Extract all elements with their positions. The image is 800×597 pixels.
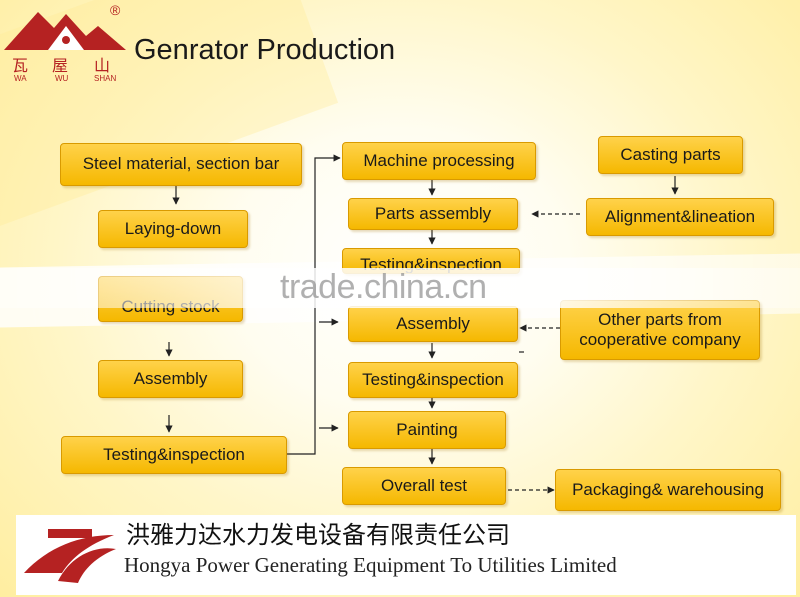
step-testing-middle: Testing&inspection	[348, 362, 518, 398]
step-assembly-left: Assembly	[98, 360, 243, 398]
company-name-english: Hongya Power Generating Equipment To Uti…	[124, 553, 617, 577]
step-steel-material: Steel material, section bar	[60, 143, 302, 186]
step-parts-assembly: Parts assembly	[348, 198, 518, 230]
logo-roman-1: WA	[14, 74, 27, 83]
step-overall-test: Overall test	[342, 467, 506, 505]
step-laying-down: Laying-down	[98, 210, 248, 248]
step-alignment-lineation: Alignment&lineation	[586, 198, 774, 236]
step-painting: Painting	[348, 411, 506, 449]
company-footer: 洪雅力达水力发电设备有限责任公司 Hongya Power Generating…	[16, 515, 796, 595]
logo-char-3: 山	[94, 58, 111, 75]
company-logo-icon	[24, 529, 116, 583]
step-machine-processing: Machine processing	[342, 142, 536, 180]
company-name-chinese: 洪雅力达水力发电设备有限责任公司	[126, 521, 510, 549]
step-casting-parts: Casting parts	[598, 136, 743, 174]
logo-registered-mark: ®	[110, 2, 121, 18]
mountain-logo-icon	[4, 12, 126, 50]
step-assembly-middle: Assembly	[348, 306, 518, 342]
step-other-parts: Other parts from cooperative company	[560, 300, 760, 360]
watermark-band	[0, 268, 800, 308]
step-packaging-warehousing: Packaging& warehousing	[555, 469, 781, 511]
brand-logo: ® 瓦 屋 山 WA WU SHAN	[2, 2, 130, 86]
logo-roman-3: SHAN	[94, 74, 117, 83]
page-title: Genrator Production	[134, 34, 396, 66]
watermark-text: trade.china.cn	[280, 268, 487, 306]
step-testing-left: Testing&inspection	[61, 436, 287, 474]
logo-char-2: 屋	[52, 58, 69, 75]
logo-char-1: 瓦	[12, 58, 29, 75]
logo-roman-2: WU	[55, 74, 69, 83]
